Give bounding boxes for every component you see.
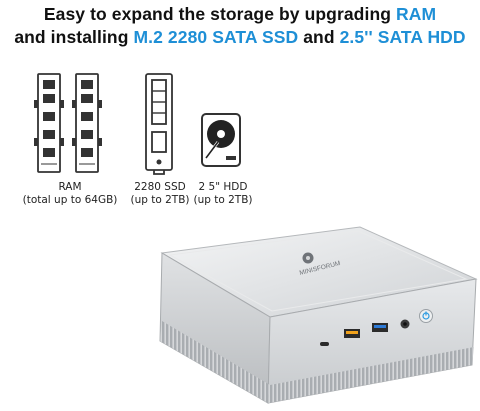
ssd-caption: 2280 SSD (up to 2TB) [120,181,200,207]
headline-line-1: Easy to expand the storage by upgrading … [0,3,480,25]
hdd-title: 2 5" HDD [198,181,248,193]
ram-sticks-icon [34,73,102,173]
headline-and-text: and [298,27,340,47]
m2-ssd-icon [145,73,173,175]
ram-caption: RAM (total up to 64GB) [15,181,125,207]
ram-detail: (total up to 64GB) [22,194,118,206]
headline-line-2-text: and installing [14,27,134,47]
usb-c-port [320,342,329,346]
usb-a-port-blue [372,323,388,332]
hard-drive-icon [201,113,241,167]
ssd-title: 2280 SSD [134,181,186,193]
headline-hdd-highlight: 2.5'' SATA HDD [339,27,466,47]
ssd-detail: (up to 2TB) [130,194,190,206]
headline-line-2: and installing M.2 2280 SATA SSD and 2.5… [0,26,480,48]
audio-jack [400,319,410,329]
power-button-icon [419,309,433,323]
ram-title: RAM [58,181,82,193]
mini-pc-device: MINISFORUM [159,226,478,404]
headline-line-1-text: Easy to expand the storage by upgrading [43,4,396,24]
usb-a-port-orange [344,329,360,338]
headline-ram-highlight: RAM [395,4,437,24]
brand-logo-icon [302,252,314,264]
headline-ssd-highlight: M.2 2280 SATA SSD [133,27,299,47]
hdd-caption: 2 5" HDD (up to 2TB) [183,181,263,207]
hdd-detail: (up to 2TB) [193,194,253,206]
